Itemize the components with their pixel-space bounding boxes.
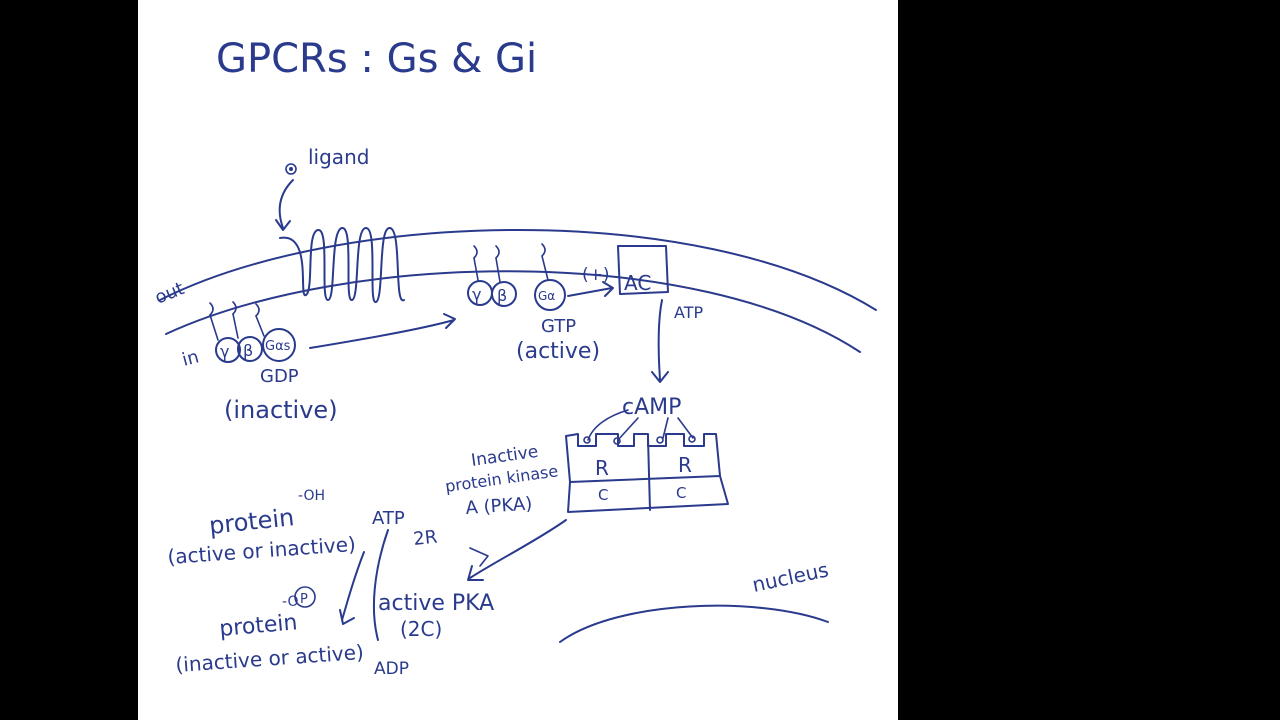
beta-subunit-free [491, 281, 517, 307]
atp-adp-arrow [372, 529, 389, 641]
inactive-label: (inactive) [224, 396, 338, 424]
phosphate-circle [294, 586, 316, 608]
active-or-inactive-label: (active or inactive) [167, 532, 357, 569]
ligand-molecule [285, 163, 297, 175]
active-pka-label: active PKA [378, 591, 494, 616]
whiteboard: GPCRs : Gs & Gi ligand out in γ β Gαs GD… [138, 0, 898, 720]
stimulate-arrow [567, 287, 613, 297]
svg-text:C: C [676, 484, 686, 502]
pka-catalytic-subunits [567, 475, 729, 513]
camp-label: cAMP [622, 395, 681, 420]
out-label: out [152, 278, 187, 309]
ligand-label: ligand [308, 145, 369, 169]
two-c-label: (2C) [400, 617, 442, 641]
inactive-pka-line3: A (PKA) [465, 493, 533, 519]
nuclear-envelope [559, 604, 829, 643]
galpha-s-subunit-inactive [262, 328, 296, 362]
svg-text:Gα: Gα [538, 289, 555, 303]
inactive-or-active-label: (inactive or active) [175, 640, 365, 677]
camp-binding-lines [587, 409, 694, 441]
gamma-subunit-inactive [215, 337, 241, 363]
gdp-label: GDP [260, 366, 299, 387]
lipid-anchors-left [209, 301, 260, 317]
lipid-anchor-galpha [541, 243, 549, 281]
adenylyl-cyclase [617, 245, 669, 295]
membrane-inner [165, 270, 861, 353]
gtp-label: GTP [541, 316, 576, 337]
in-label: in [180, 346, 201, 371]
two-r-label: 2R [412, 527, 438, 550]
svg-text:P: P [300, 592, 308, 607]
stimulates-label: (+) [582, 265, 610, 285]
activation-arrow [309, 319, 455, 349]
gpcr-receptor [279, 226, 405, 304]
protein-op-label: protein [218, 610, 298, 642]
pka-activation-arrow [469, 519, 567, 579]
svg-text:γ: γ [472, 285, 481, 304]
svg-text:β: β [243, 341, 253, 360]
membrane-outer [159, 229, 877, 311]
phosphorylation-arrow [341, 551, 365, 621]
svg-text:γ: γ [220, 342, 229, 361]
active-label: (active) [516, 339, 600, 364]
svg-text:C: C [598, 486, 608, 504]
protein-oh-label: protein [208, 503, 296, 540]
signaling-diagram: GPCRs : Gs & Gi ligand out in γ β Gαs GD… [152, 36, 877, 679]
galpha-subunit-active [534, 279, 566, 311]
atp-phospho-label: ATP [372, 508, 405, 529]
ligand-arrow [278, 179, 294, 229]
camp-production-arrow [657, 299, 663, 381]
r-release-arrow [469, 547, 489, 567]
atp-to-camp-label: ATP [674, 303, 703, 322]
oh-superscript: -OH [298, 488, 325, 504]
diagram-title: GPCRs : Gs & Gi [216, 36, 537, 82]
svg-text:Gαs: Gαs [265, 339, 291, 354]
beta-subunit-inactive [237, 336, 263, 362]
adp-label: ADP [374, 659, 409, 679]
nucleus-label: nucleus [750, 557, 831, 597]
lipid-anchors-middle [473, 245, 500, 259]
svg-text:AC: AC [624, 271, 651, 295]
svg-text:R: R [678, 453, 692, 477]
svg-text:R: R [595, 456, 609, 480]
svg-text:β: β [497, 286, 507, 305]
